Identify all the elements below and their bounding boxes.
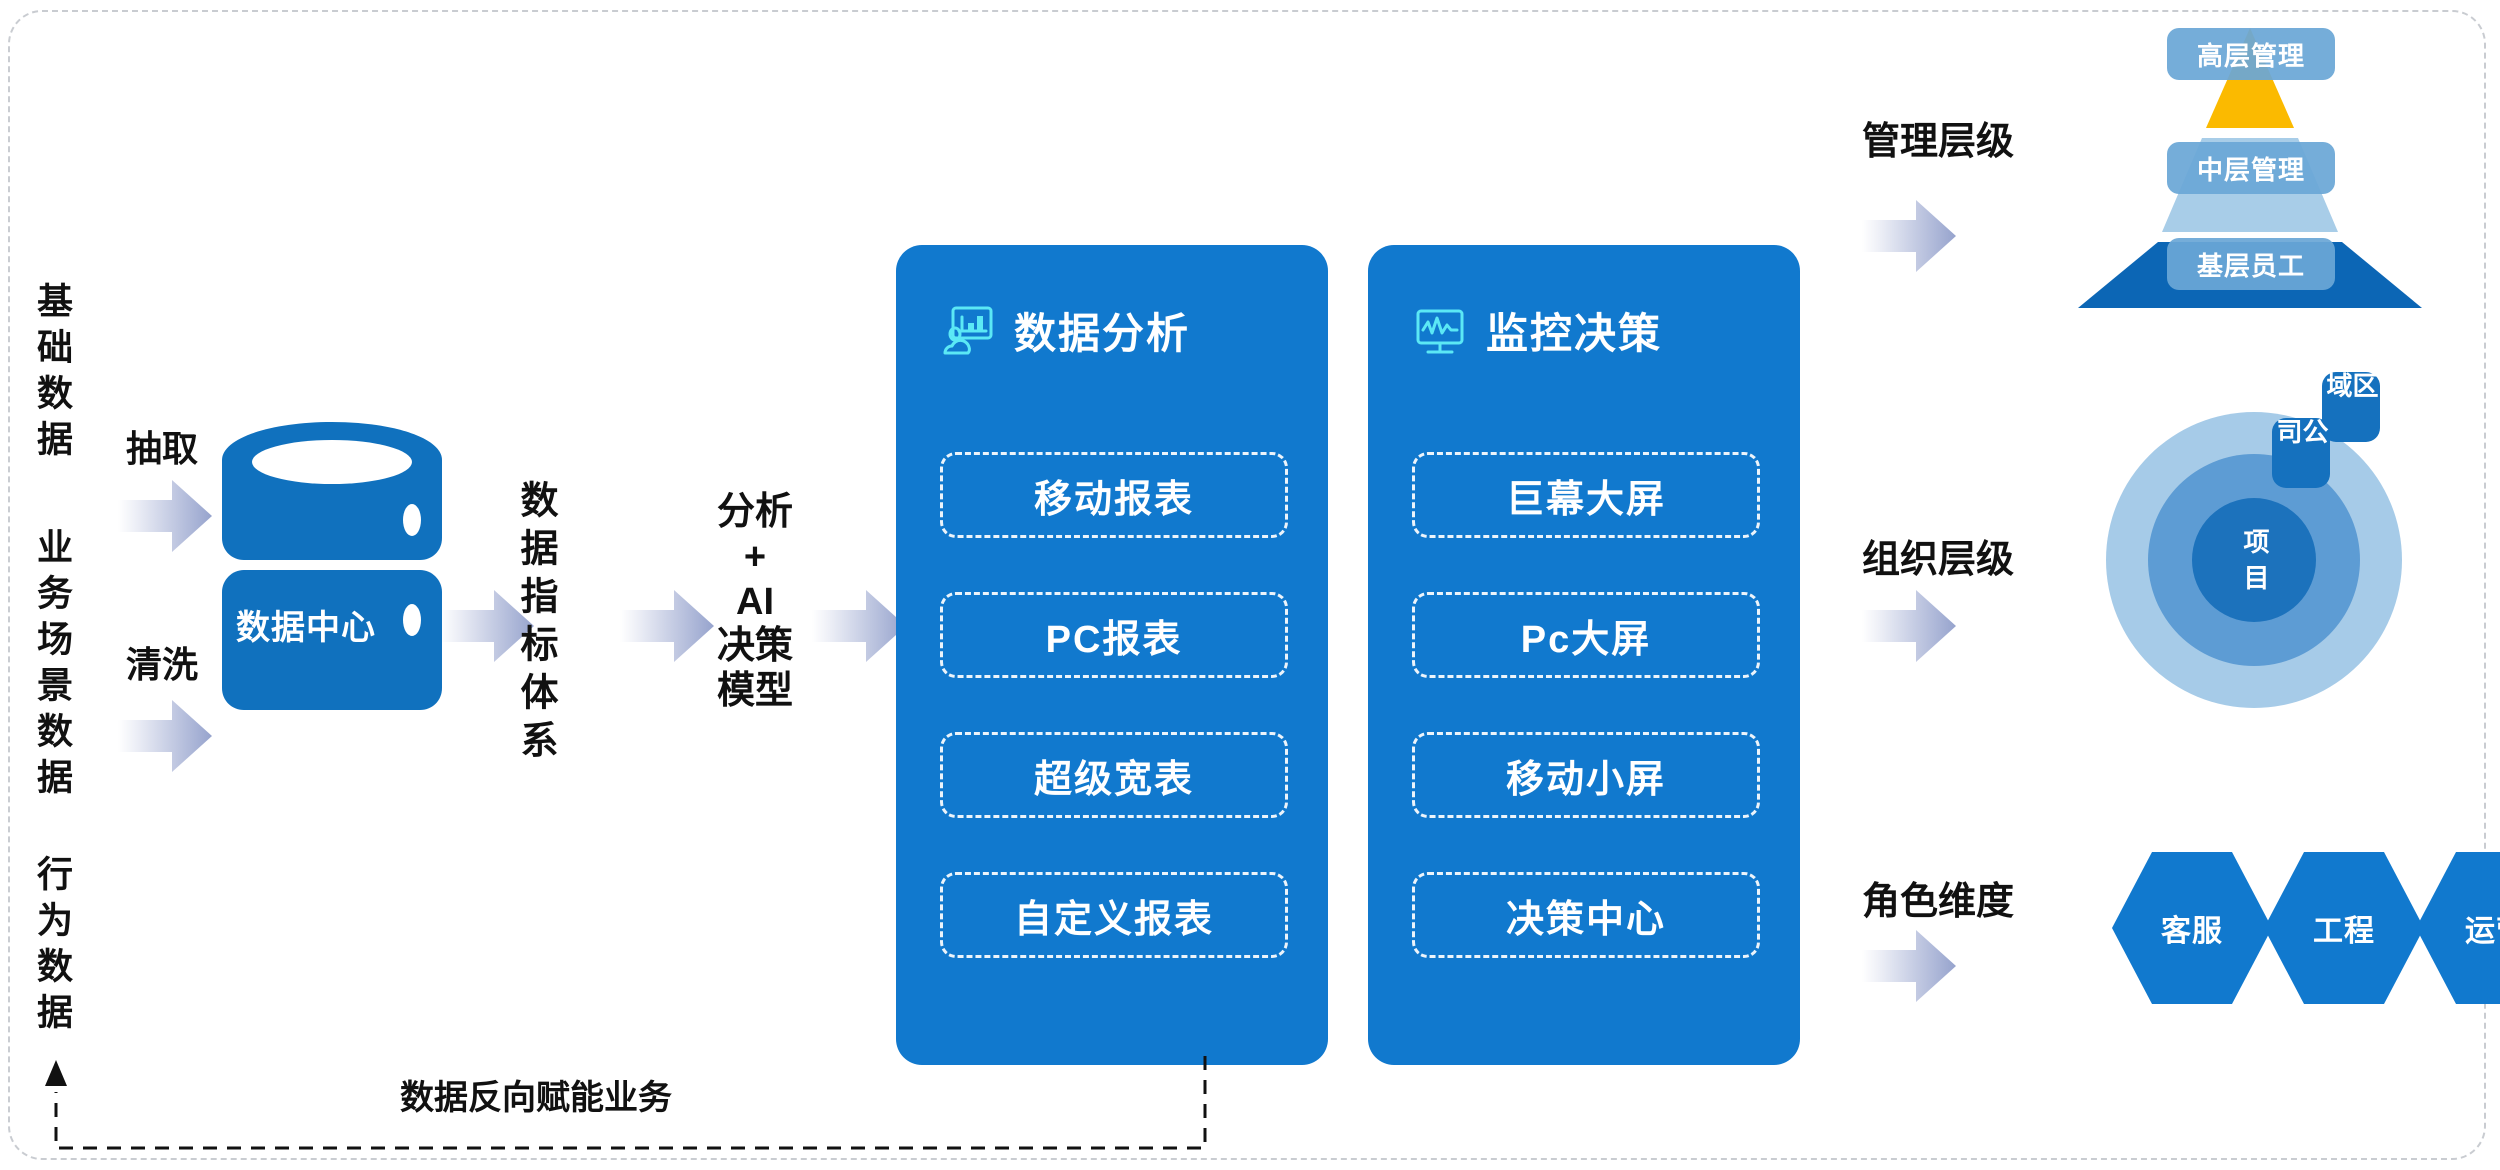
chip-pc-large-screen[interactable]: Pc大屏 [1412, 592, 1760, 678]
org-ring-project-label: 项目 [2240, 528, 2270, 600]
panel-data-analysis[interactable] [896, 245, 1328, 1065]
feedback-loop-arrow [30, 1052, 1230, 1167]
consumer-label-management-level: 管理层级 [1862, 121, 2015, 163]
database-cylinder-top [222, 420, 442, 565]
flow-arrow-extract [118, 480, 212, 552]
chip-pc-report[interactable]: PC报表 [940, 592, 1288, 678]
panel-data-analysis-title: 数据分析 [1014, 310, 1191, 357]
flow-arrow-to-role-dimension [1862, 930, 1956, 1002]
flow-arrow-to-panels [812, 590, 906, 662]
panel-monitor-decision[interactable] [1368, 245, 1800, 1065]
model-line-1: 分析 [716, 491, 793, 533]
pyramid-level-middle-management[interactable]: 中层管理 [2167, 142, 2335, 194]
flow-arrow-clean [118, 700, 212, 772]
diagram-frame [8, 10, 2486, 1160]
panel-monitor-decision-title: 监控决策 [1486, 310, 1663, 357]
consumer-label-role-dimension: 角色维度 [1862, 881, 2015, 923]
ai-decision-model-label: 分析 + AI 决策 模型 [700, 490, 810, 714]
role-hexagon-customer-service[interactable]: 客服 [2112, 852, 2272, 1004]
ingest-step-label-clean: 清洗 [126, 644, 199, 685]
chip-decision-center[interactable]: 决策中心 [1412, 872, 1760, 958]
data-center-label: 数据中心 [236, 609, 376, 647]
pyramid-level-senior-management[interactable]: 高层管理 [2167, 28, 2335, 80]
pyramid-level-frontline-staff[interactable]: 基层员工 [2167, 238, 2335, 290]
model-line-4: 决策 [716, 625, 793, 668]
analytics-cloud-chart-icon [940, 303, 996, 359]
chip-mobile-report[interactable]: 移动报表 [940, 452, 1288, 538]
org-ring-region[interactable]: 区域 [2322, 372, 2380, 442]
model-line-3: AI [736, 580, 774, 623]
index-system-label: 数据指标体系 [514, 480, 556, 768]
panel-data-analysis-header: 数据分析 [940, 300, 1190, 361]
chip-giant-screen[interactable]: 巨幕大屏 [1412, 452, 1760, 538]
database-cylinder-bottom [222, 570, 442, 715]
flow-arrow-to-model [620, 590, 714, 662]
panel-monitor-decision-header: 监控决策 [1412, 300, 1662, 361]
source-label-basic-data: 基础数据 [32, 282, 73, 466]
ingest-step-label-extract: 抽取 [126, 428, 199, 469]
role-hexagon-engineering[interactable]: 工程 [2264, 852, 2424, 1004]
model-line-2: + [743, 535, 767, 578]
source-label-business-scene-data: 业务场景数据 [32, 528, 73, 804]
org-ring-company[interactable]: 公司 [2272, 418, 2330, 488]
chip-super-wide-table[interactable]: 超级宽表 [940, 732, 1288, 818]
org-concentric-circles [2104, 410, 2404, 715]
chip-mobile-small-screen[interactable]: 移动小屏 [1412, 732, 1760, 818]
org-ring-region-label: 区域 [2323, 372, 2379, 408]
flow-arrow-to-management-level [1862, 200, 1956, 272]
flow-arrow-to-org-level [1862, 590, 1956, 662]
flow-arrow-to-index [440, 590, 534, 662]
feedback-loop-label: 数据反向赋能业务 [400, 1079, 672, 1117]
chip-custom-report[interactable]: 自定义报表 [940, 872, 1288, 958]
model-line-5: 模型 [716, 670, 793, 713]
monitor-waveform-icon [1412, 303, 1468, 359]
org-ring-company-label: 公司 [2273, 418, 2329, 454]
source-label-behavior-data: 行为数据 [32, 855, 73, 1039]
consumer-label-org-level: 组织层级 [1862, 539, 2015, 581]
